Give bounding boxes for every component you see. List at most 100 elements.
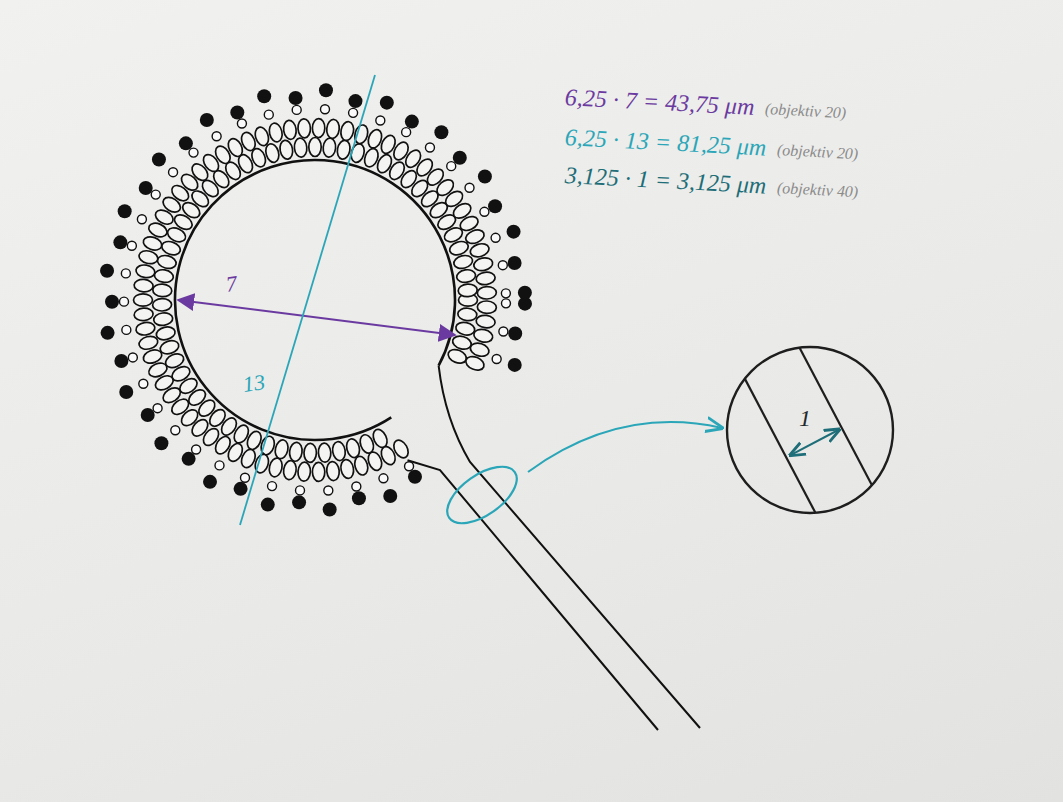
cell <box>446 347 468 366</box>
cell <box>138 249 159 266</box>
cell <box>353 455 370 477</box>
cell <box>294 138 308 158</box>
conidium <box>182 452 196 466</box>
conidium <box>348 94 362 108</box>
conidium <box>434 125 448 139</box>
phialide <box>240 473 249 482</box>
phialide <box>120 297 129 306</box>
conidium <box>257 89 271 103</box>
phialide <box>139 379 148 388</box>
conidium <box>114 354 128 368</box>
cell <box>152 298 171 311</box>
conidium <box>261 498 275 512</box>
dimension-number: 7 <box>224 271 238 298</box>
phialide <box>171 426 180 435</box>
vesicle-outline <box>175 160 455 440</box>
phialide <box>128 353 137 362</box>
cell <box>268 457 284 478</box>
phialide <box>349 108 358 117</box>
cell <box>452 254 473 271</box>
conidium <box>292 495 306 509</box>
conidium <box>478 170 492 184</box>
cell <box>253 125 271 147</box>
cell <box>153 312 173 327</box>
conidium <box>352 491 366 505</box>
cell <box>154 268 175 283</box>
phialide <box>379 474 388 483</box>
conidium <box>152 152 166 166</box>
cell <box>297 118 311 138</box>
cell <box>142 348 164 366</box>
objective-note: (objektiv 20) <box>765 100 847 123</box>
magnified-circle: 1 <box>725 345 895 515</box>
conidium <box>100 264 114 278</box>
phialide <box>122 325 131 334</box>
conidium <box>101 326 115 340</box>
cell <box>475 314 495 329</box>
cell <box>135 321 156 336</box>
calculation: 3,125 · 1 = 3,125 μm <box>564 162 767 200</box>
conidium <box>488 199 502 213</box>
phialide <box>192 445 201 454</box>
cell <box>134 279 154 293</box>
cell <box>336 139 352 160</box>
wall-line <box>800 348 872 486</box>
cell <box>135 264 156 279</box>
conidium <box>405 115 419 129</box>
conidium <box>408 470 422 484</box>
cell <box>282 120 297 141</box>
phialide <box>498 261 507 270</box>
phialide <box>492 355 501 364</box>
dimension-line <box>178 300 455 335</box>
conidium <box>508 256 522 270</box>
cell <box>326 461 340 481</box>
conidium <box>289 91 303 105</box>
cell <box>134 294 153 306</box>
conidium <box>105 295 119 309</box>
cell <box>278 139 294 160</box>
cell <box>282 460 297 481</box>
objective-note: (objektiv 40) <box>777 179 859 202</box>
phialide <box>127 241 136 250</box>
objective-note: (objektiv 20) <box>777 141 859 164</box>
cell <box>152 284 172 298</box>
cell <box>274 439 290 460</box>
cell <box>339 458 355 479</box>
cell <box>473 256 494 272</box>
dimension-number: 1 <box>799 405 811 431</box>
phialide <box>491 233 500 242</box>
cell <box>477 301 497 314</box>
conidium <box>118 204 132 218</box>
phialide <box>151 190 160 199</box>
conidium <box>179 136 193 150</box>
phialide <box>268 482 277 491</box>
conidium <box>380 96 394 110</box>
cell <box>312 118 325 137</box>
conidium <box>141 408 155 422</box>
conidium <box>508 358 522 372</box>
phialide <box>376 116 385 125</box>
conidium <box>319 83 333 97</box>
cell <box>477 286 497 299</box>
calculation: 6,25 · 7 = 43,75 μm <box>564 84 755 121</box>
stalk-wall <box>408 460 659 730</box>
phialide <box>499 327 508 336</box>
phialide <box>215 461 224 470</box>
phialide <box>465 183 474 192</box>
conidium <box>119 385 133 399</box>
cell <box>339 121 355 142</box>
phialide <box>402 128 411 137</box>
phialide <box>292 105 301 114</box>
phialide <box>501 289 510 298</box>
phialide <box>352 482 361 491</box>
cell <box>304 443 317 462</box>
cell <box>322 138 336 158</box>
cell <box>138 334 159 351</box>
conidium <box>453 151 467 165</box>
cell <box>458 284 478 298</box>
conidium <box>139 181 153 195</box>
cell <box>366 450 384 472</box>
phialide <box>501 299 510 308</box>
dimension-line <box>791 430 840 456</box>
